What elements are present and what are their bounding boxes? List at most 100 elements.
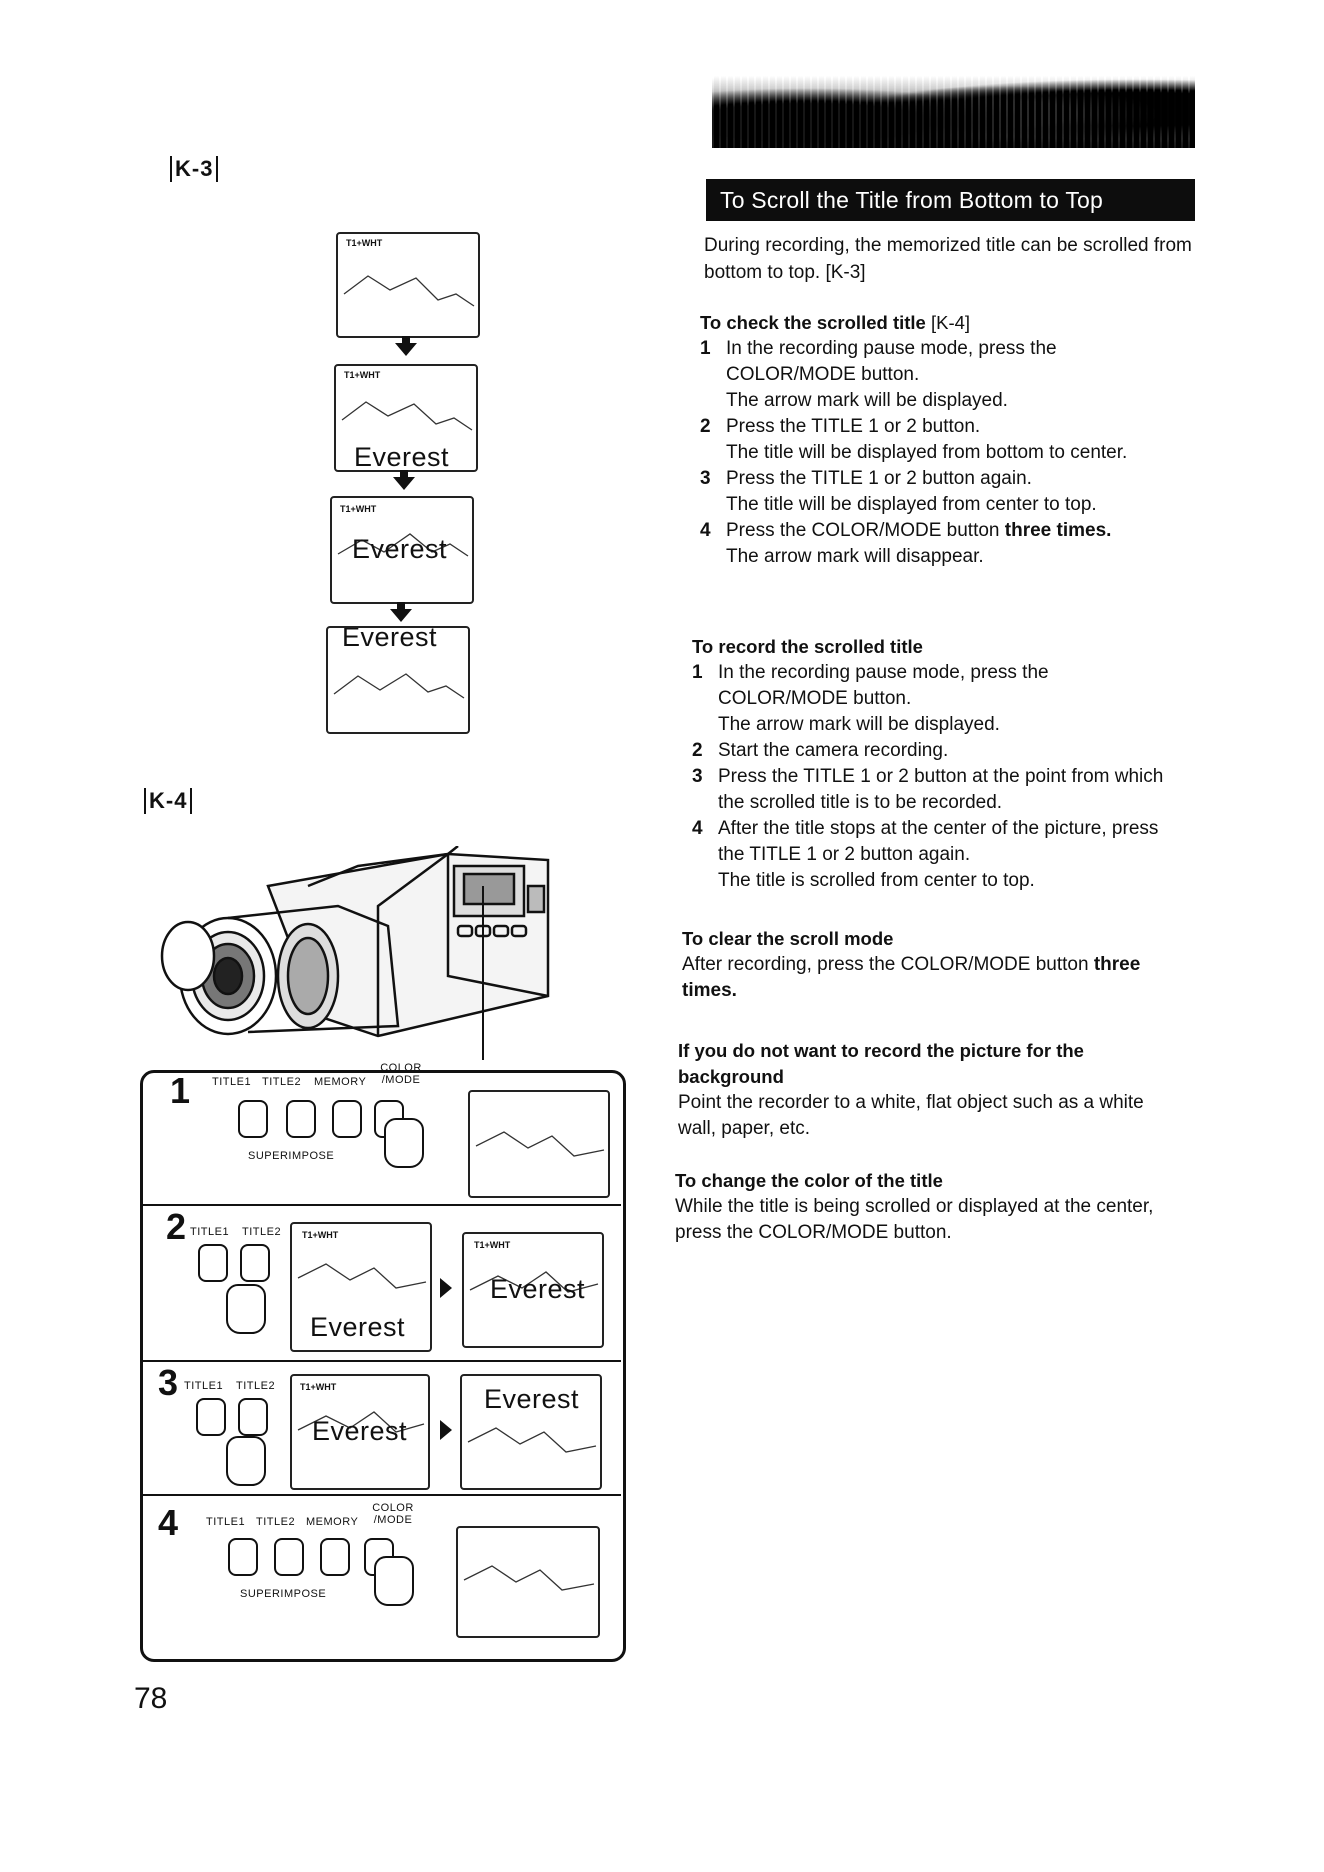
panel-step-3: 3 bbox=[158, 1362, 179, 1403]
check-step-1-note: The arrow mark will be displayed. bbox=[726, 390, 1008, 411]
section-title: To Scroll the Title from Bottom to Top bbox=[706, 179, 1195, 221]
scroll-title-center: Everest bbox=[312, 1416, 408, 1446]
title2-button[interactable] bbox=[238, 1398, 268, 1436]
down-arrow-stem bbox=[400, 470, 408, 478]
mountain-outline bbox=[463, 1565, 595, 1591]
mountain-outline bbox=[467, 1427, 597, 1453]
label-title1: TITLE1 bbox=[184, 1380, 224, 1392]
title2-button[interactable] bbox=[240, 1244, 270, 1282]
background-heading: If you do not want to record the picture… bbox=[678, 1040, 1084, 1087]
mountain-outline bbox=[475, 1131, 605, 1157]
check-step-3-note: The title will be displayed from center … bbox=[726, 494, 1097, 515]
title2-button[interactable] bbox=[286, 1100, 316, 1138]
page-number: 78 bbox=[134, 1682, 168, 1715]
scroll-title-center: Everest bbox=[352, 534, 448, 564]
label-title1: TITLE1 bbox=[212, 1076, 252, 1088]
scroll-title-top: Everest bbox=[484, 1384, 580, 1414]
label-title2: TITLE2 bbox=[236, 1380, 276, 1392]
panel-step-1: 1 bbox=[170, 1070, 191, 1111]
panel-screen-3a: T1+WHT Everest bbox=[290, 1374, 430, 1490]
record-step-1-note: The arrow mark will be displayed. bbox=[718, 714, 1000, 735]
label-color-mode: COLOR /MODE bbox=[372, 1502, 414, 1526]
background-text: Point the recorder to a white, flat obje… bbox=[678, 1092, 1144, 1139]
header-photo bbox=[712, 62, 1195, 148]
panel-screen-2a: T1+WHT Everest bbox=[290, 1222, 432, 1352]
k3-screen-3: T1+WHT Everest bbox=[330, 496, 474, 604]
scroll-title-bottom: Everest bbox=[310, 1312, 406, 1342]
clear-text: After recording, press the COLOR/MODE bu… bbox=[682, 954, 1141, 1001]
record-heading: To record the scrolled title bbox=[692, 636, 923, 657]
label-title2: TITLE2 bbox=[262, 1076, 302, 1088]
k3-screen-2: T1+WHT Everest bbox=[334, 364, 478, 472]
title1-button[interactable] bbox=[228, 1538, 258, 1576]
check-heading: To check the scrolled title [K-4] bbox=[700, 312, 971, 333]
down-arrow bbox=[393, 477, 415, 490]
color-heading: To change the color of the title bbox=[675, 1170, 943, 1191]
camcorder-illustration bbox=[160, 846, 550, 1060]
mountain-outline bbox=[469, 1271, 599, 1293]
panel-screen-2b: T1+WHT Everest bbox=[462, 1232, 604, 1348]
row-divider bbox=[143, 1494, 621, 1496]
mountain-outline bbox=[343, 275, 475, 307]
pressing-finger-icon bbox=[374, 1556, 414, 1606]
scroll-title-center: Everest bbox=[490, 1274, 586, 1304]
label-superimpose: SUPERIMPOSE bbox=[248, 1150, 335, 1162]
label-title2: TITLE2 bbox=[256, 1516, 296, 1528]
pressing-finger-icon bbox=[226, 1436, 266, 1486]
k3-label: K-3 bbox=[170, 156, 219, 182]
memory-button[interactable] bbox=[320, 1538, 350, 1576]
panel-screen-1 bbox=[468, 1090, 610, 1198]
label-title1: TITLE1 bbox=[190, 1226, 230, 1238]
screen-code: T1+WHT bbox=[474, 1240, 511, 1250]
check-step-2-note: The title will be displayed from bottom … bbox=[726, 442, 1128, 463]
row-divider bbox=[143, 1204, 621, 1206]
right-arrow bbox=[440, 1420, 452, 1440]
mountain-outline bbox=[297, 1411, 425, 1433]
screen-code: T1+WHT bbox=[346, 238, 383, 248]
screen-code: T1+WHT bbox=[344, 370, 381, 380]
pressing-finger-icon bbox=[384, 1118, 424, 1168]
right-arrow bbox=[440, 1278, 452, 1298]
mountain-outline bbox=[337, 533, 469, 557]
screen-code: T1+WHT bbox=[340, 504, 377, 514]
screen-code: T1+WHT bbox=[300, 1382, 337, 1392]
panel-step-2: 2 bbox=[166, 1206, 187, 1247]
background-section: If you do not want to record the picture… bbox=[678, 1038, 1170, 1142]
mountain-outline bbox=[297, 1263, 427, 1289]
k4-step-panel bbox=[140, 1070, 626, 1662]
label-title2: TITLE2 bbox=[242, 1226, 282, 1238]
label-memory: MEMORY bbox=[314, 1076, 367, 1088]
title1-button[interactable] bbox=[198, 1244, 228, 1282]
down-arrow bbox=[395, 343, 417, 356]
mountain-outline bbox=[333, 673, 465, 699]
row-divider bbox=[143, 1360, 621, 1362]
panel-step-4: 4 bbox=[158, 1502, 179, 1543]
title1-button[interactable] bbox=[196, 1398, 226, 1436]
down-arrow-stem bbox=[397, 602, 405, 610]
mountain-outline bbox=[341, 401, 473, 431]
k3-screen-1: T1+WHT bbox=[336, 232, 480, 338]
k4-label: K-4 bbox=[144, 788, 193, 814]
label-color-mode: COLOR /MODE bbox=[380, 1062, 422, 1086]
title2-button[interactable] bbox=[274, 1538, 304, 1576]
memory-button[interactable] bbox=[332, 1100, 362, 1138]
label-superimpose: SUPERIMPOSE bbox=[240, 1588, 327, 1600]
label-memory: MEMORY bbox=[306, 1516, 359, 1528]
intro-paragraph: During recording, the memorized title ca… bbox=[704, 235, 1192, 283]
panel-screen-4 bbox=[456, 1526, 600, 1638]
k3-screen-4: Everest bbox=[326, 626, 470, 734]
color-text: While the title is being scrolled or dis… bbox=[675, 1196, 1154, 1243]
screen-code: T1+WHT bbox=[302, 1230, 339, 1240]
title1-button[interactable] bbox=[238, 1100, 268, 1138]
clear-section: To clear the scroll mode After recording… bbox=[682, 926, 1172, 1004]
